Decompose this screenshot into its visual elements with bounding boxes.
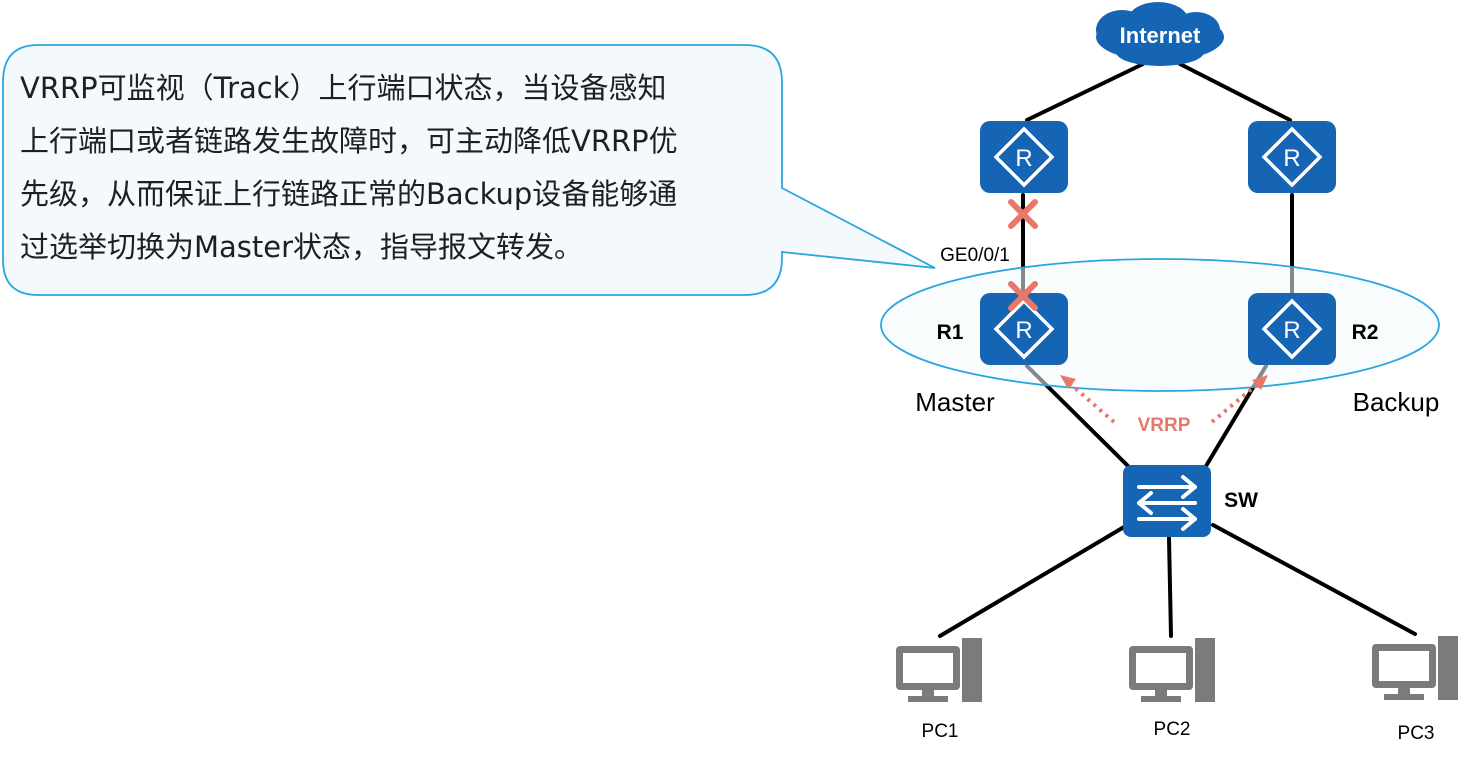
callout-line: 上行端口或者链路发生故障时，可主动降低VRRP优: [20, 124, 678, 158]
vrrp-label: VRRP: [1138, 415, 1191, 436]
vrrp-arrowhead-right: [1252, 375, 1268, 390]
link-internet-top-right: [1178, 62, 1292, 122]
r2-label: R2: [1352, 321, 1379, 344]
pc-icon: [896, 638, 982, 702]
master-label: Master: [915, 387, 995, 417]
callout-line: 过选举切换为Master状态，指导报文转发。: [20, 230, 584, 264]
pc1-label: PC1: [922, 721, 959, 742]
pc-icon: [1129, 638, 1215, 702]
vrrp-arrowhead-left: [1060, 375, 1076, 389]
callout-line: 先级，从而保证上行链路正常的Backup设备能够通: [20, 177, 678, 211]
pc-icon: [1372, 636, 1458, 700]
vrrp-arrow-right: [1210, 380, 1262, 424]
switch-icon: [1123, 465, 1211, 537]
callout-line: VRRP可监视（Track）上行端口状态，当设备感知: [20, 71, 667, 105]
switch-label: SW: [1224, 489, 1258, 512]
router-icon: R: [1246, 291, 1338, 367]
port-label: GE0/0/1: [940, 245, 1010, 266]
svg-text:R: R: [1015, 317, 1032, 344]
fault-x-icon: [1008, 199, 1038, 229]
vrrp-arrows: [1066, 380, 1262, 424]
router-icon: R: [978, 119, 1070, 195]
router-icon: R: [1246, 119, 1338, 195]
backup-label: Backup: [1353, 387, 1440, 417]
router-icon: R: [978, 291, 1070, 367]
link-internet-top-left: [1025, 62, 1145, 122]
link-sw-pc2: [1167, 536, 1173, 638]
link-sw-pc3: [1211, 523, 1417, 636]
cloud-icon: [1096, 2, 1224, 66]
svg-text:R: R: [1015, 145, 1032, 172]
link-sw-pc1: [938, 525, 1126, 638]
r1-label: R1: [937, 321, 964, 344]
svg-text:R: R: [1283, 317, 1300, 344]
svg-text:R: R: [1283, 145, 1300, 172]
fault-x-icon: [1008, 281, 1038, 311]
pc3-label: PC3: [1398, 723, 1435, 744]
pc2-label: PC2: [1154, 719, 1191, 740]
vrrp-arrow-left: [1066, 380, 1116, 424]
callout-bubble: [2, 44, 936, 296]
callout-text: VRRP可监视（Track）上行端口状态，当设备感知 上行端口或者链路发生故障时…: [20, 62, 780, 274]
internet-label: Internet: [1120, 23, 1201, 48]
